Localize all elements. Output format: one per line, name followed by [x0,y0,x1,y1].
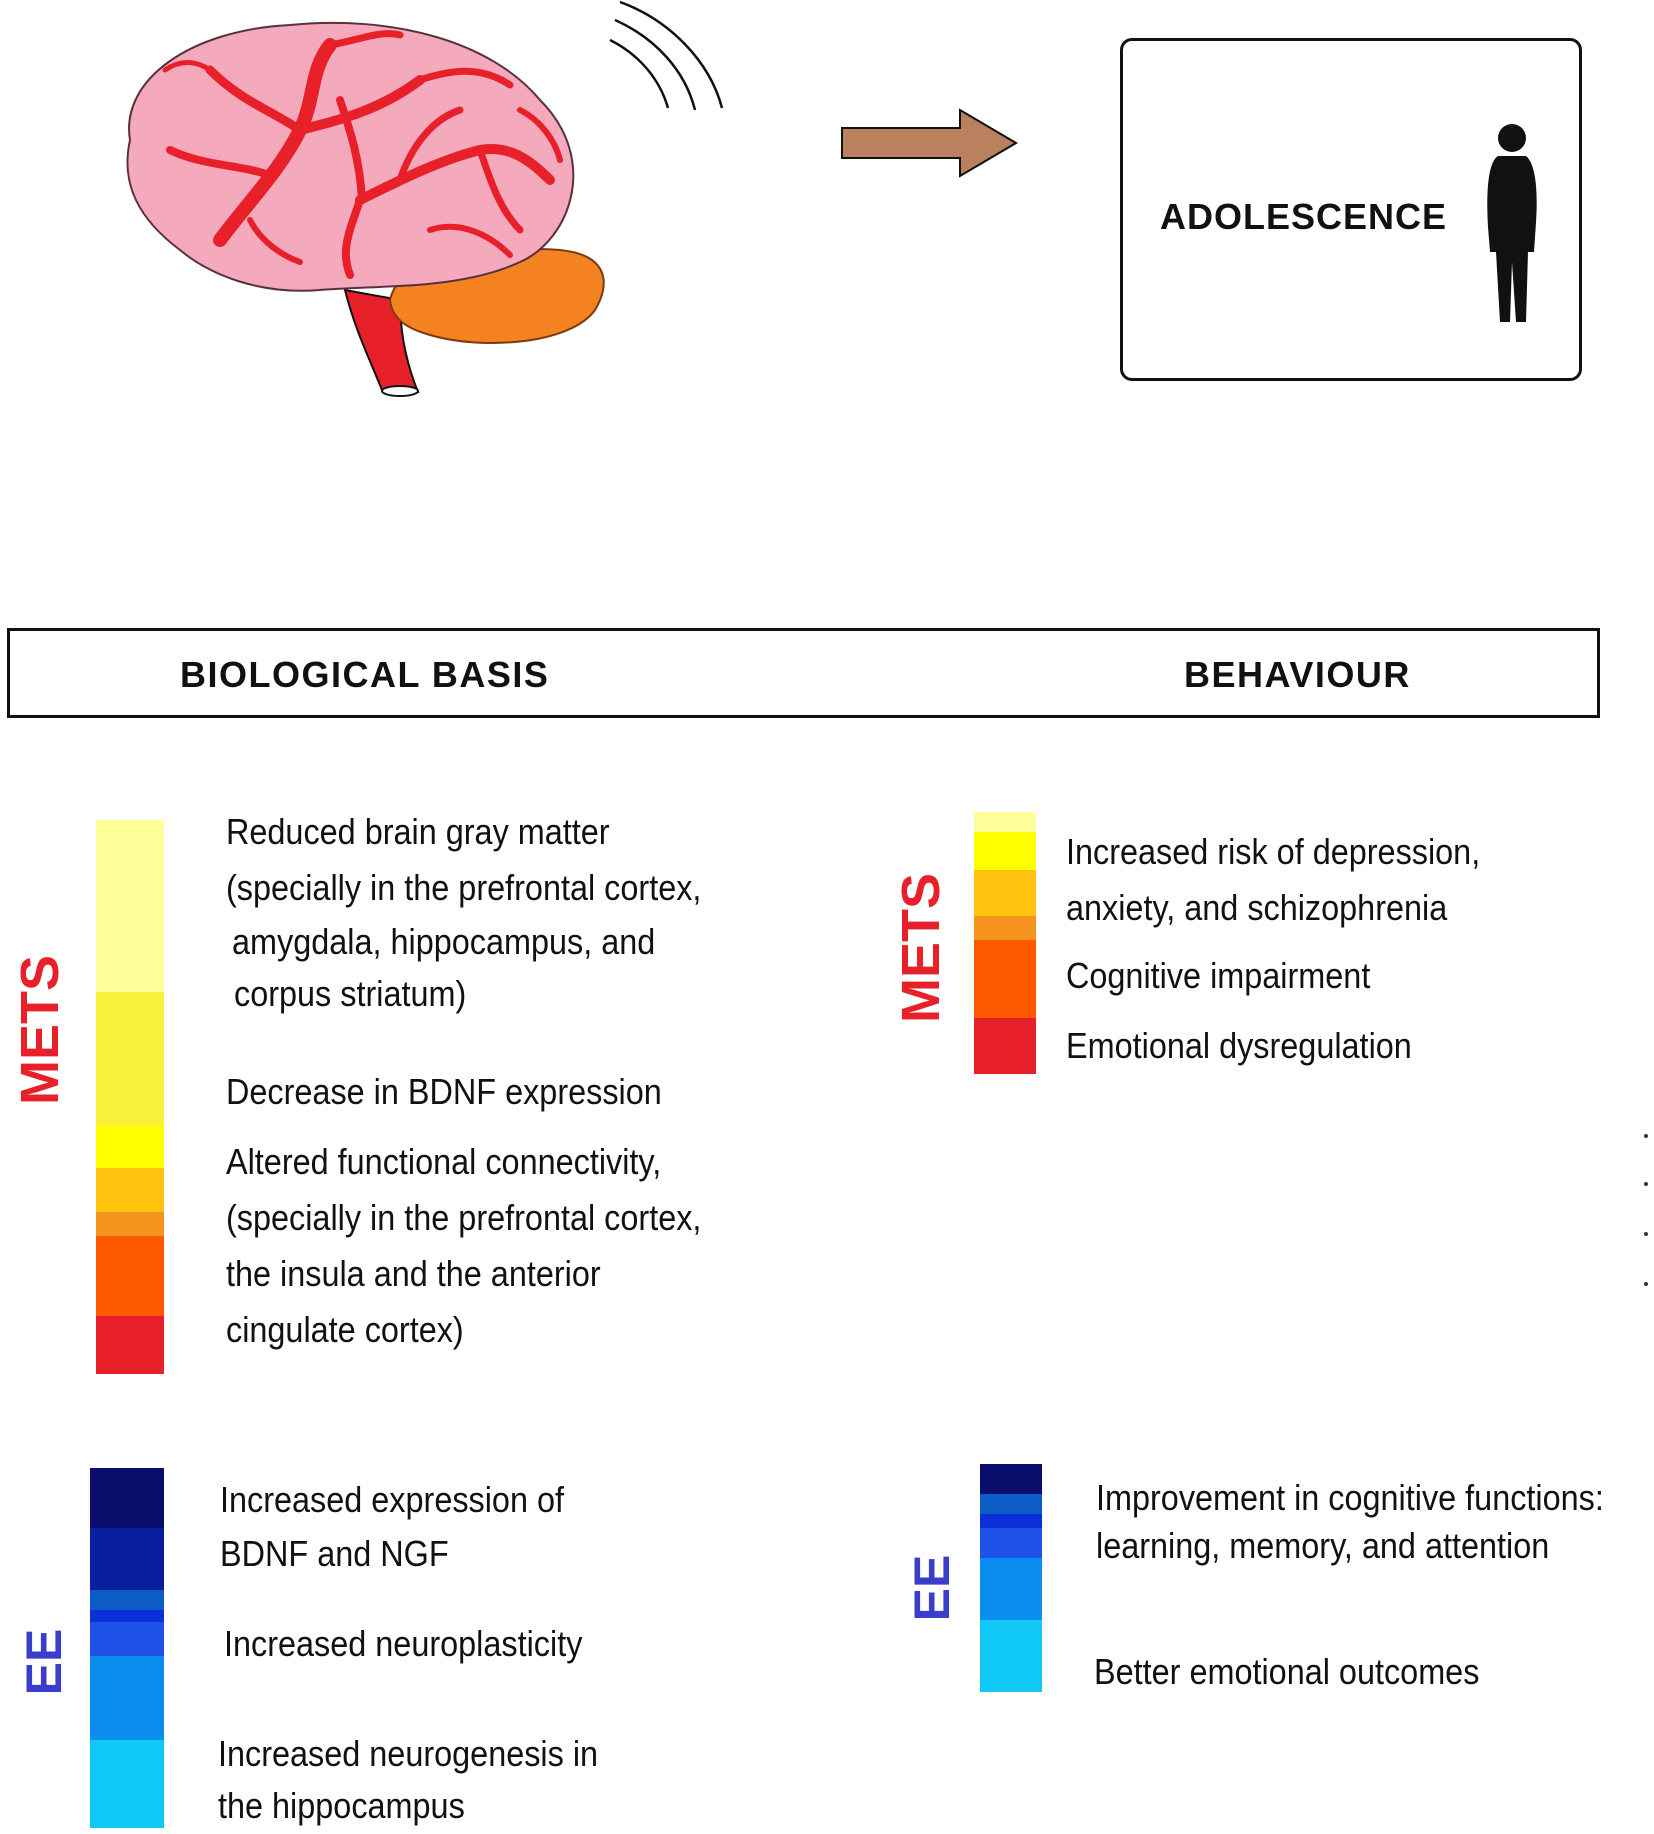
bio-mets-color-scale [96,820,164,1374]
beh-ee-label: EE [904,1554,960,1622]
scale-segment [974,832,1036,870]
scale-segment [980,1620,1042,1692]
signal-waves-icon [609,0,724,111]
beh-mets-item: Emotional dysregulation [1066,1025,1412,1066]
scale-segment [96,1212,164,1236]
beh-mets-item: anxiety, and schizophrenia [1066,887,1448,928]
scale-segment [96,1168,164,1212]
scale-segment [90,1622,164,1656]
bio-mets-label: METS [10,955,70,1106]
decorative-dot [1644,1282,1648,1286]
scale-segment [980,1464,1042,1494]
beh-mets-label: METS [891,872,951,1023]
bio-mets-item: Decrease in BDNF expression [226,1071,662,1112]
bio-mets-item: the insula and the anterior [226,1253,601,1294]
scale-segment [90,1590,164,1610]
bio-ee-item: the hippocampus [218,1785,465,1826]
bio-ee-label: EE [16,1628,72,1696]
bio-ee-color-scale [90,1468,164,1828]
biological-basis-heading: BIOLOGICAL BASIS [180,654,550,695]
bio-mets-item: Reduced brain gray matter [226,811,610,852]
scale-segment [96,820,164,992]
bio-mets-item: Altered functional connectivity, [226,1141,662,1182]
scale-segment [90,1468,164,1528]
beh-mets-color-scale [974,812,1036,1074]
scale-segment [980,1514,1042,1528]
scale-segment [974,940,1036,1018]
scale-segment [980,1494,1042,1514]
brain-stem-end [381,385,419,397]
bio-ee-item: BDNF and NGF [220,1533,449,1574]
scale-segment [980,1528,1042,1558]
beh-ee-item: Better emotional outcomes [1094,1651,1480,1692]
decorative-dot [1644,1134,1648,1138]
behaviour-heading: BEHAVIOUR [1184,654,1411,695]
scale-segment [96,992,164,1126]
scale-segment [980,1558,1042,1620]
bio-mets-item: cingulate cortex) [226,1309,464,1350]
person-silhouette-icon [1487,124,1537,322]
adolescence-label: ADOLESCENCE [1160,196,1448,237]
beh-ee-item: learning, memory, and attention [1096,1525,1550,1566]
right-arrow-icon [841,108,1018,178]
scale-segment [90,1740,164,1828]
scale-segment [90,1656,164,1740]
beh-mets-item: Increased risk of depression, [1066,831,1481,872]
bio-ee-item: Increased neurogenesis in [218,1733,599,1774]
bio-mets-item: (specially in the prefrontal cortex, [226,867,702,908]
beh-mets-item: Cognitive impairment [1066,955,1371,996]
scale-segment [974,1018,1036,1074]
bio-mets-item: amygdala, hippocampus, and [232,921,656,962]
adolescence-box [1120,38,1582,381]
scale-segment [96,1126,164,1168]
bio-mets-item: (specially in the prefrontal cortex, [226,1197,702,1238]
beh-ee-item: Improvement in cognitive functions: [1096,1477,1604,1518]
decorative-dot [1644,1232,1648,1236]
blood-vessels [162,30,563,279]
bio-ee-item: Increased neuroplasticity [224,1623,583,1664]
brain-illustration [126,0,724,397]
scale-segment [974,812,1036,832]
scale-segment [96,1236,164,1316]
section-header-box [7,628,1600,718]
scale-segment [96,1316,164,1374]
bio-mets-item: corpus striatum) [234,973,467,1014]
decorative-dot [1644,1182,1648,1186]
bio-ee-item: Increased expression of [220,1479,564,1520]
beh-ee-color-scale [980,1464,1042,1692]
scale-segment [90,1610,164,1622]
scale-segment [974,916,1036,940]
scale-segment [974,870,1036,916]
scale-segment [90,1528,164,1590]
